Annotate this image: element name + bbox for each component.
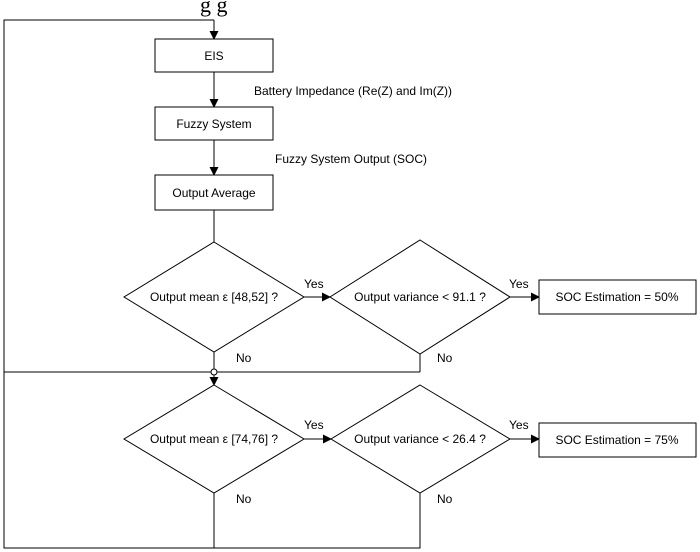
decision-var-75-label: Output variance < 26.4 ?	[354, 432, 486, 446]
no-label-3: No	[236, 492, 252, 506]
yes-label-3: Yes	[304, 418, 324, 432]
result-50-box	[538, 279, 697, 315]
result-75-box	[538, 422, 697, 458]
result-50-label: SOC Estimation = 50%	[555, 290, 678, 304]
no-label-4: No	[437, 492, 453, 506]
decision-mean-50-label: Output mean ε [48,52] ?	[150, 290, 278, 304]
fuzzy-system-box	[154, 106, 274, 141]
fuzzy-output-label: Fuzzy System Output (SOC)	[275, 152, 427, 166]
output-average-label: Output Average	[172, 186, 256, 200]
yes-label-1: Yes	[304, 277, 324, 291]
no-label-2: No	[437, 351, 453, 365]
yes-label-2: Yes	[509, 277, 529, 291]
decision-mean-75-label: Output mean ε [74,76] ?	[150, 432, 278, 446]
decision-var-50-label: Output variance < 91.1 ?	[354, 290, 486, 304]
decision-mean-75	[123, 384, 305, 494]
cut-title: g g	[200, 0, 228, 17]
no-branch-var-75	[214, 490, 421, 549]
junction-circle	[210, 368, 218, 376]
output-average-box	[154, 174, 274, 211]
fuzzy-system-label: Fuzzy System	[176, 117, 251, 131]
eis-box	[154, 38, 274, 73]
decision-var-75	[330, 384, 511, 494]
feedback-loop-upper	[3, 19, 214, 372]
feedback-loop-lower	[3, 372, 215, 549]
impedance-label: Battery Impedance (Re(Z) and Im(Z))	[254, 84, 452, 98]
result-75-label: SOC Estimation = 75%	[555, 433, 678, 447]
no-label-1: No	[236, 351, 252, 365]
yes-label-4: Yes	[509, 418, 529, 432]
eis-label: EIS	[204, 49, 223, 63]
